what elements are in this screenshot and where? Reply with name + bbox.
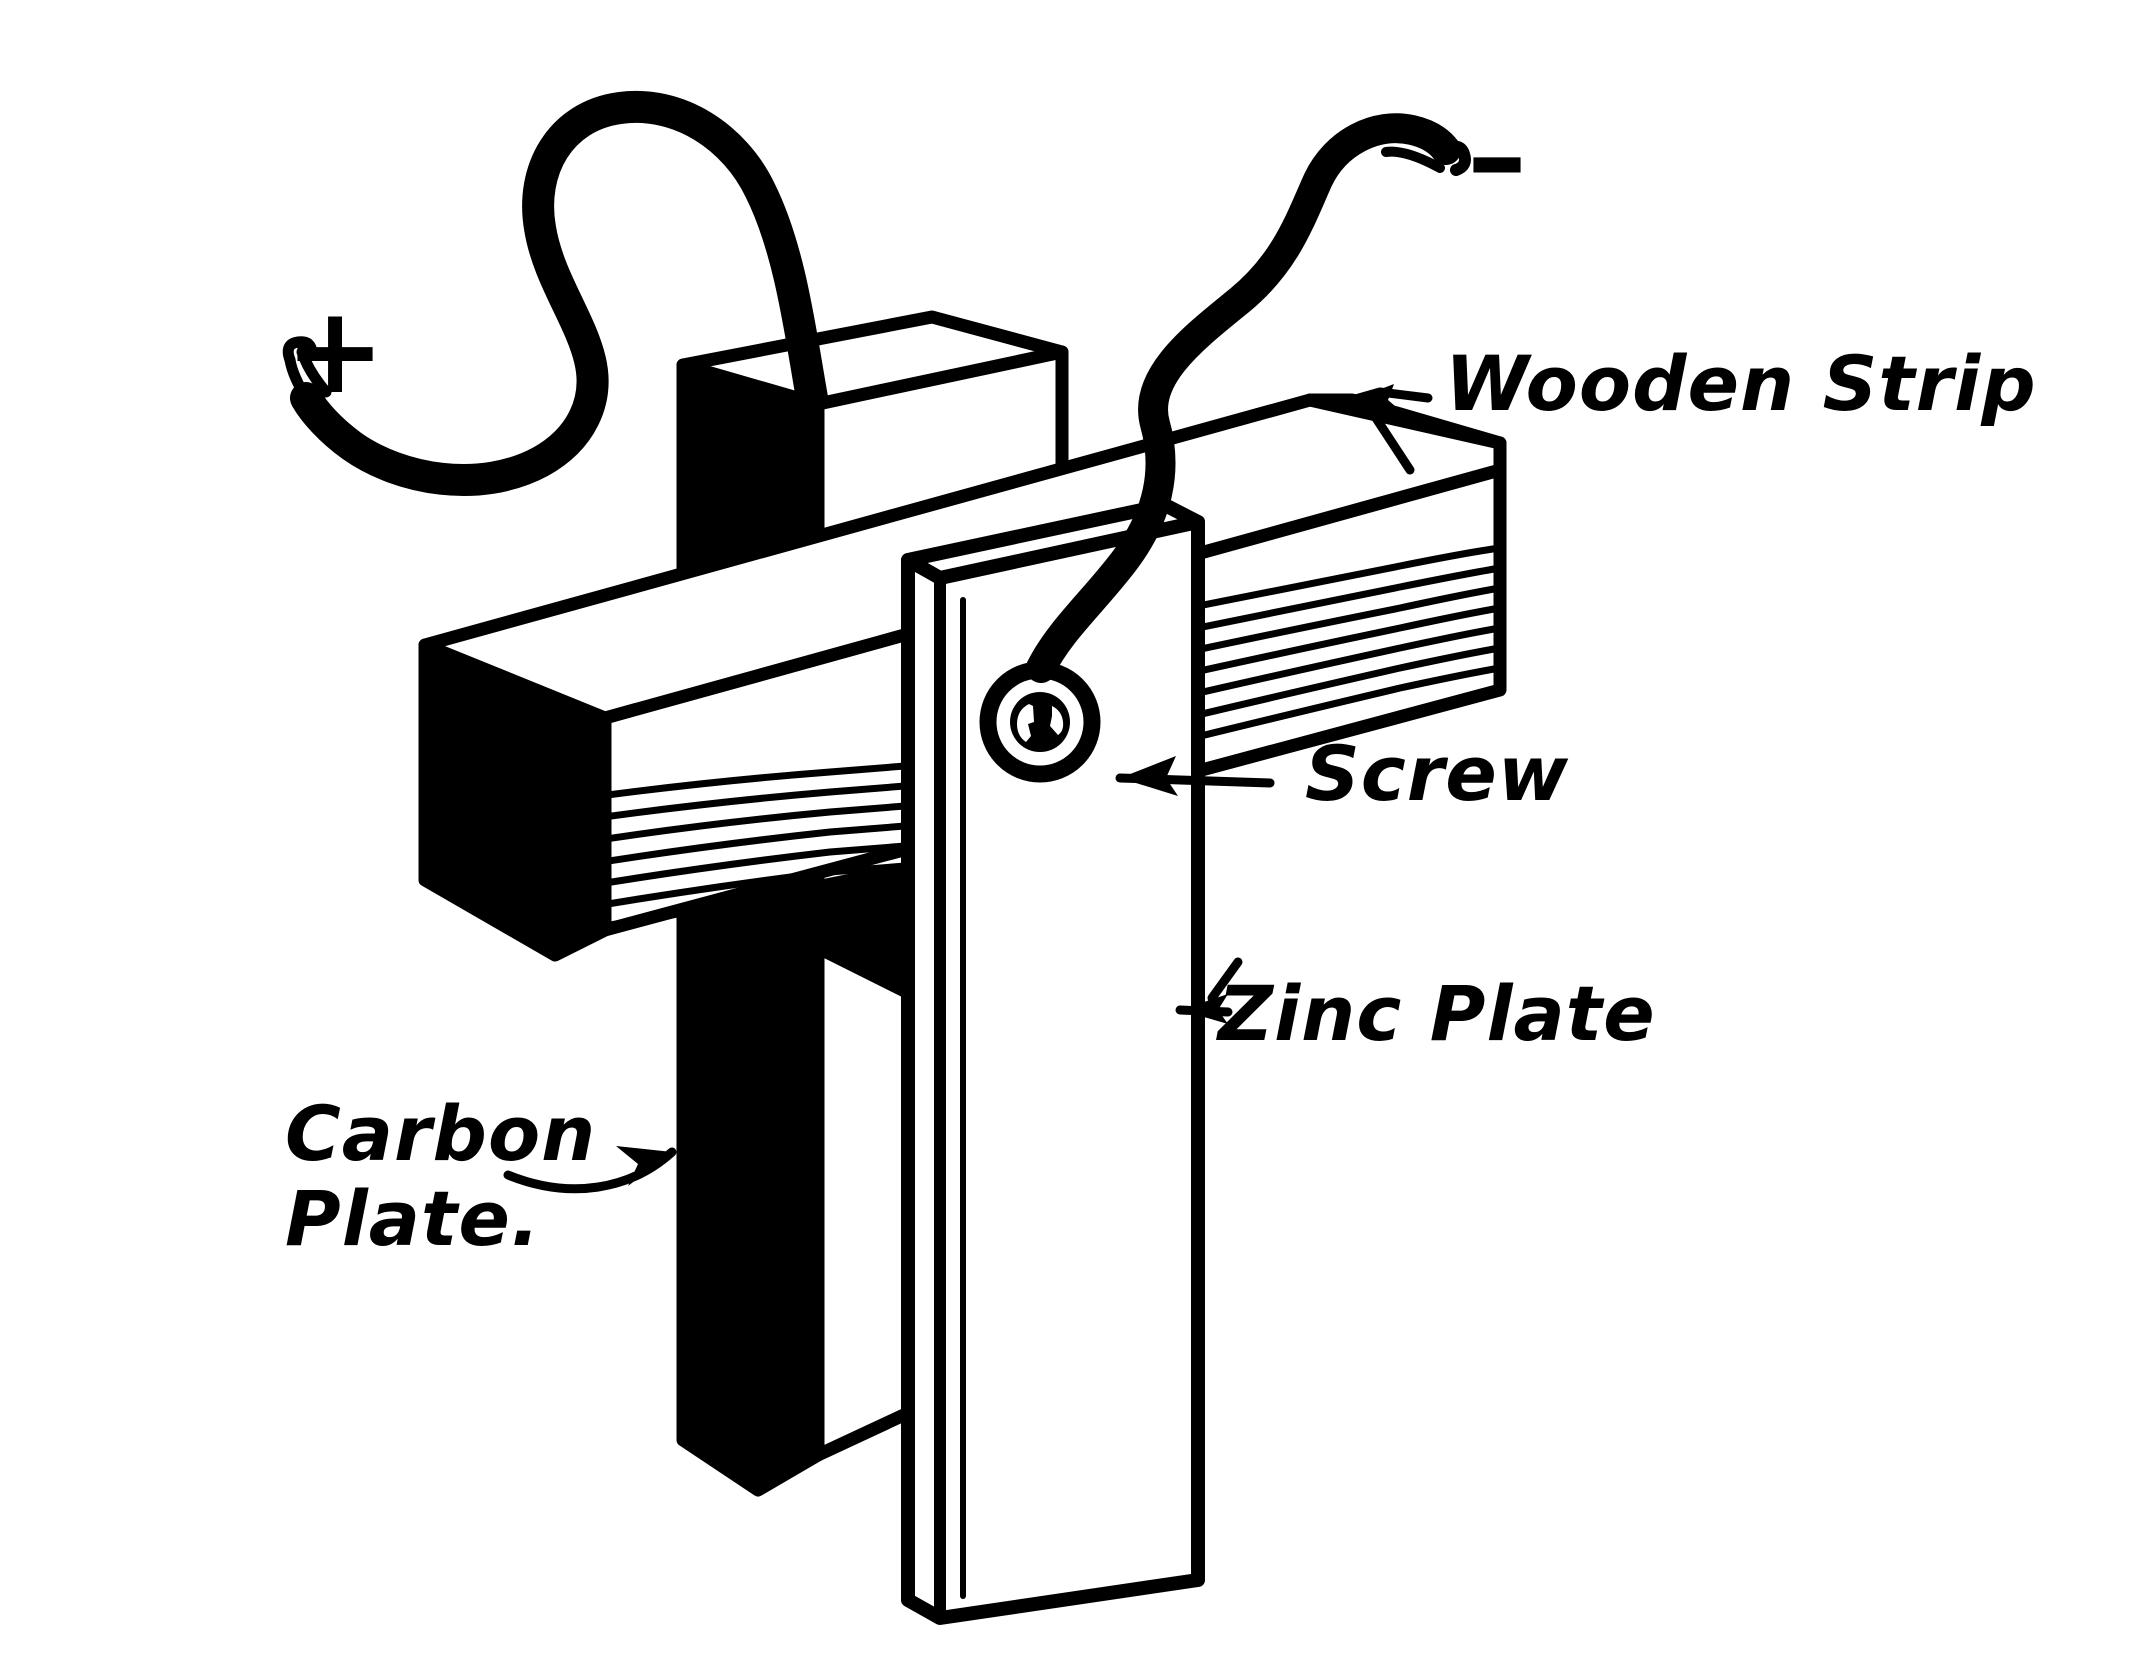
screw (979, 661, 1101, 783)
leader-zinc-plate-tail (1207, 957, 1243, 1003)
minus-icon: – (1467, 88, 1527, 227)
leader-carbon-plate-curve (503, 1147, 677, 1194)
carbon-plate-cast-shadow (818, 862, 908, 1000)
positive-wire (282, 90, 828, 496)
negative-wire-tip-loop (1440, 140, 1471, 176)
screw-slot-highlight-right (1050, 706, 1064, 735)
leader-carbon-plate-arrowhead (616, 1146, 672, 1186)
wooden-strip-grain-left (554, 762, 909, 938)
label-zinc-plate: Zinc Plate (1216, 969, 1656, 1058)
wooden-strip-grain-right (1164, 544, 1504, 748)
zinc-plate (901, 498, 1205, 1625)
label-screw: Screw (1305, 729, 1569, 818)
leader-zinc-plate (1175, 957, 1243, 1024)
positive-terminal: + (285, 282, 386, 421)
leader-screw (1115, 756, 1275, 796)
negative-wire-bare-tip-b (1381, 146, 1445, 173)
zinc-plate-top-face (908, 505, 1198, 578)
carbon-plate-top-face (683, 317, 1062, 404)
leader-wooden-strip-tail (1367, 407, 1415, 475)
screw-slot-highlight-left (1017, 704, 1034, 742)
leader-zinc-plate-arrowhead (1180, 994, 1228, 1024)
leader-carbon-plate (503, 1146, 677, 1194)
leader-wooden-strip (1347, 384, 1433, 475)
zinc-plate-front-face (940, 522, 1198, 1618)
label-carbon-plate-line1: Carbon (285, 1089, 596, 1178)
positive-wire-tip-loop (282, 336, 318, 366)
positive-wire-bare-tip-b (296, 346, 332, 398)
negative-wire (1026, 113, 1471, 683)
leader-wooden-strip-arrowhead (1352, 384, 1402, 412)
negative-wire-path (1026, 113, 1461, 683)
zinc-plate-left-edge-face (908, 560, 940, 1618)
positive-wire-path (290, 90, 828, 496)
label-wooden-strip: Wooden Strip (1445, 339, 2037, 428)
plus-icon: + (285, 282, 386, 421)
leader-screw-arrowhead (1120, 756, 1178, 796)
negative-terminal: – (1467, 88, 1527, 227)
wooden-strip-right-bevel-edge (1303, 393, 1507, 450)
label-carbon-plate-line2: Plate. (285, 1174, 541, 1263)
wooden-strip-left-end-face (425, 645, 605, 955)
